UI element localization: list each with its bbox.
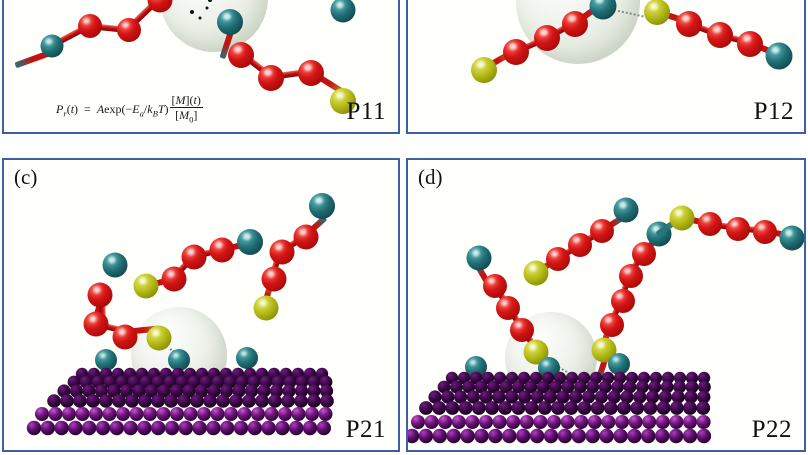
- atom-red: [590, 219, 614, 243]
- atom-teal: [309, 193, 335, 219]
- reaction-sphere-icon: [160, 0, 268, 52]
- atom-teal-anchor: [236, 347, 258, 369]
- atom-teal: [779, 225, 804, 251]
- rate-equation: Pr(t) = Aexp(−Ea/kBT)[M](t)[M0]: [56, 93, 203, 125]
- atom-teal: [330, 0, 356, 23]
- atom-yellow: [146, 325, 172, 351]
- atom-red: [78, 14, 102, 38]
- atom-yellow: [133, 273, 159, 299]
- atom-yellow: [330, 88, 356, 114]
- panel-corner-label-p22: P22: [751, 416, 792, 443]
- atom-red: [510, 318, 534, 342]
- atom-red: [568, 233, 592, 257]
- atom-red: [293, 224, 319, 250]
- atom-yellow: [669, 205, 695, 231]
- atom-teal: [589, 0, 617, 20]
- reaction-dot: [208, 0, 212, 2]
- atom-teal-anchor: [608, 353, 630, 375]
- panel-corner-label-p12: P12: [753, 98, 794, 125]
- atom-red: [483, 274, 507, 298]
- atom-teal: [765, 42, 793, 70]
- reaction-dot: [198, 16, 202, 20]
- substrate-lattice-icon: [26, 367, 334, 436]
- atom-teal-anchor: [538, 357, 560, 379]
- substrate-slab: [408, 362, 804, 450]
- panel-letter-d: (d): [418, 165, 443, 189]
- atom-red: [228, 42, 254, 68]
- panel-p11: ? Pr(t) = Aexp(−Ea/kBT)[M](t)[M0] P11: [2, 0, 400, 134]
- panel-letter-c: (c): [14, 165, 38, 189]
- question-mark-annotation: ?: [196, 0, 204, 5]
- atom-teal-anchor: [465, 356, 487, 378]
- atom-red: [619, 264, 643, 288]
- atom-red: [161, 266, 187, 292]
- panel-p21: (c) P21: [2, 158, 400, 452]
- atom-red: [698, 212, 722, 236]
- molecular-scene-p12: [408, 0, 804, 132]
- substrate-slab: [4, 356, 398, 450]
- reaction-dot: [190, 10, 194, 14]
- reaction-dot: [205, 6, 209, 10]
- panel-p22: (d) P22: [406, 158, 806, 452]
- atom-red: [632, 242, 656, 266]
- atom-teal: [102, 252, 128, 278]
- atom-red: [258, 65, 284, 91]
- molecular-scene-p21: [4, 160, 398, 450]
- atom-red: [261, 266, 287, 292]
- atom-yellow: [471, 57, 497, 83]
- atom-red: [209, 237, 235, 263]
- atom-red: [496, 296, 520, 320]
- atom-red: [676, 11, 702, 37]
- atom-teal: [613, 197, 639, 223]
- atom-red: [707, 22, 733, 48]
- atom-red: [546, 247, 570, 271]
- panel-corner-label-p11: P11: [346, 98, 386, 125]
- atom-red: [753, 220, 777, 244]
- atom-red: [117, 18, 141, 42]
- atom-red: [112, 324, 138, 350]
- atom-teal-anchor: [95, 349, 117, 371]
- atom-red: [83, 311, 109, 337]
- atom-yellow: [523, 260, 549, 286]
- atom-teal: [237, 229, 263, 255]
- substrate-lattice-icon: [408, 371, 712, 444]
- molecular-scene-p11: ?: [4, 0, 398, 132]
- atom-teal: [217, 9, 243, 35]
- atom-red: [147, 0, 173, 13]
- atom-red: [534, 25, 560, 51]
- molecular-scene-p22: [408, 160, 804, 450]
- atom-red: [87, 282, 113, 308]
- atom-red: [181, 244, 207, 270]
- atom-teal: [40, 34, 64, 58]
- atom-teal: [466, 245, 492, 271]
- atom-yellow: [644, 0, 670, 25]
- atom-red: [269, 239, 295, 265]
- atom-teal-anchor: [168, 349, 190, 371]
- atom-red: [562, 11, 588, 37]
- atom-red: [726, 217, 750, 241]
- atom-red: [600, 313, 624, 337]
- atom-red: [298, 60, 324, 86]
- atom-red: [503, 39, 529, 65]
- panel-p12: P12: [406, 0, 806, 134]
- atom-red: [611, 289, 635, 313]
- atom-yellow: [253, 295, 279, 321]
- atom-red: [737, 31, 763, 57]
- panel-corner-label-p21: P21: [345, 416, 386, 443]
